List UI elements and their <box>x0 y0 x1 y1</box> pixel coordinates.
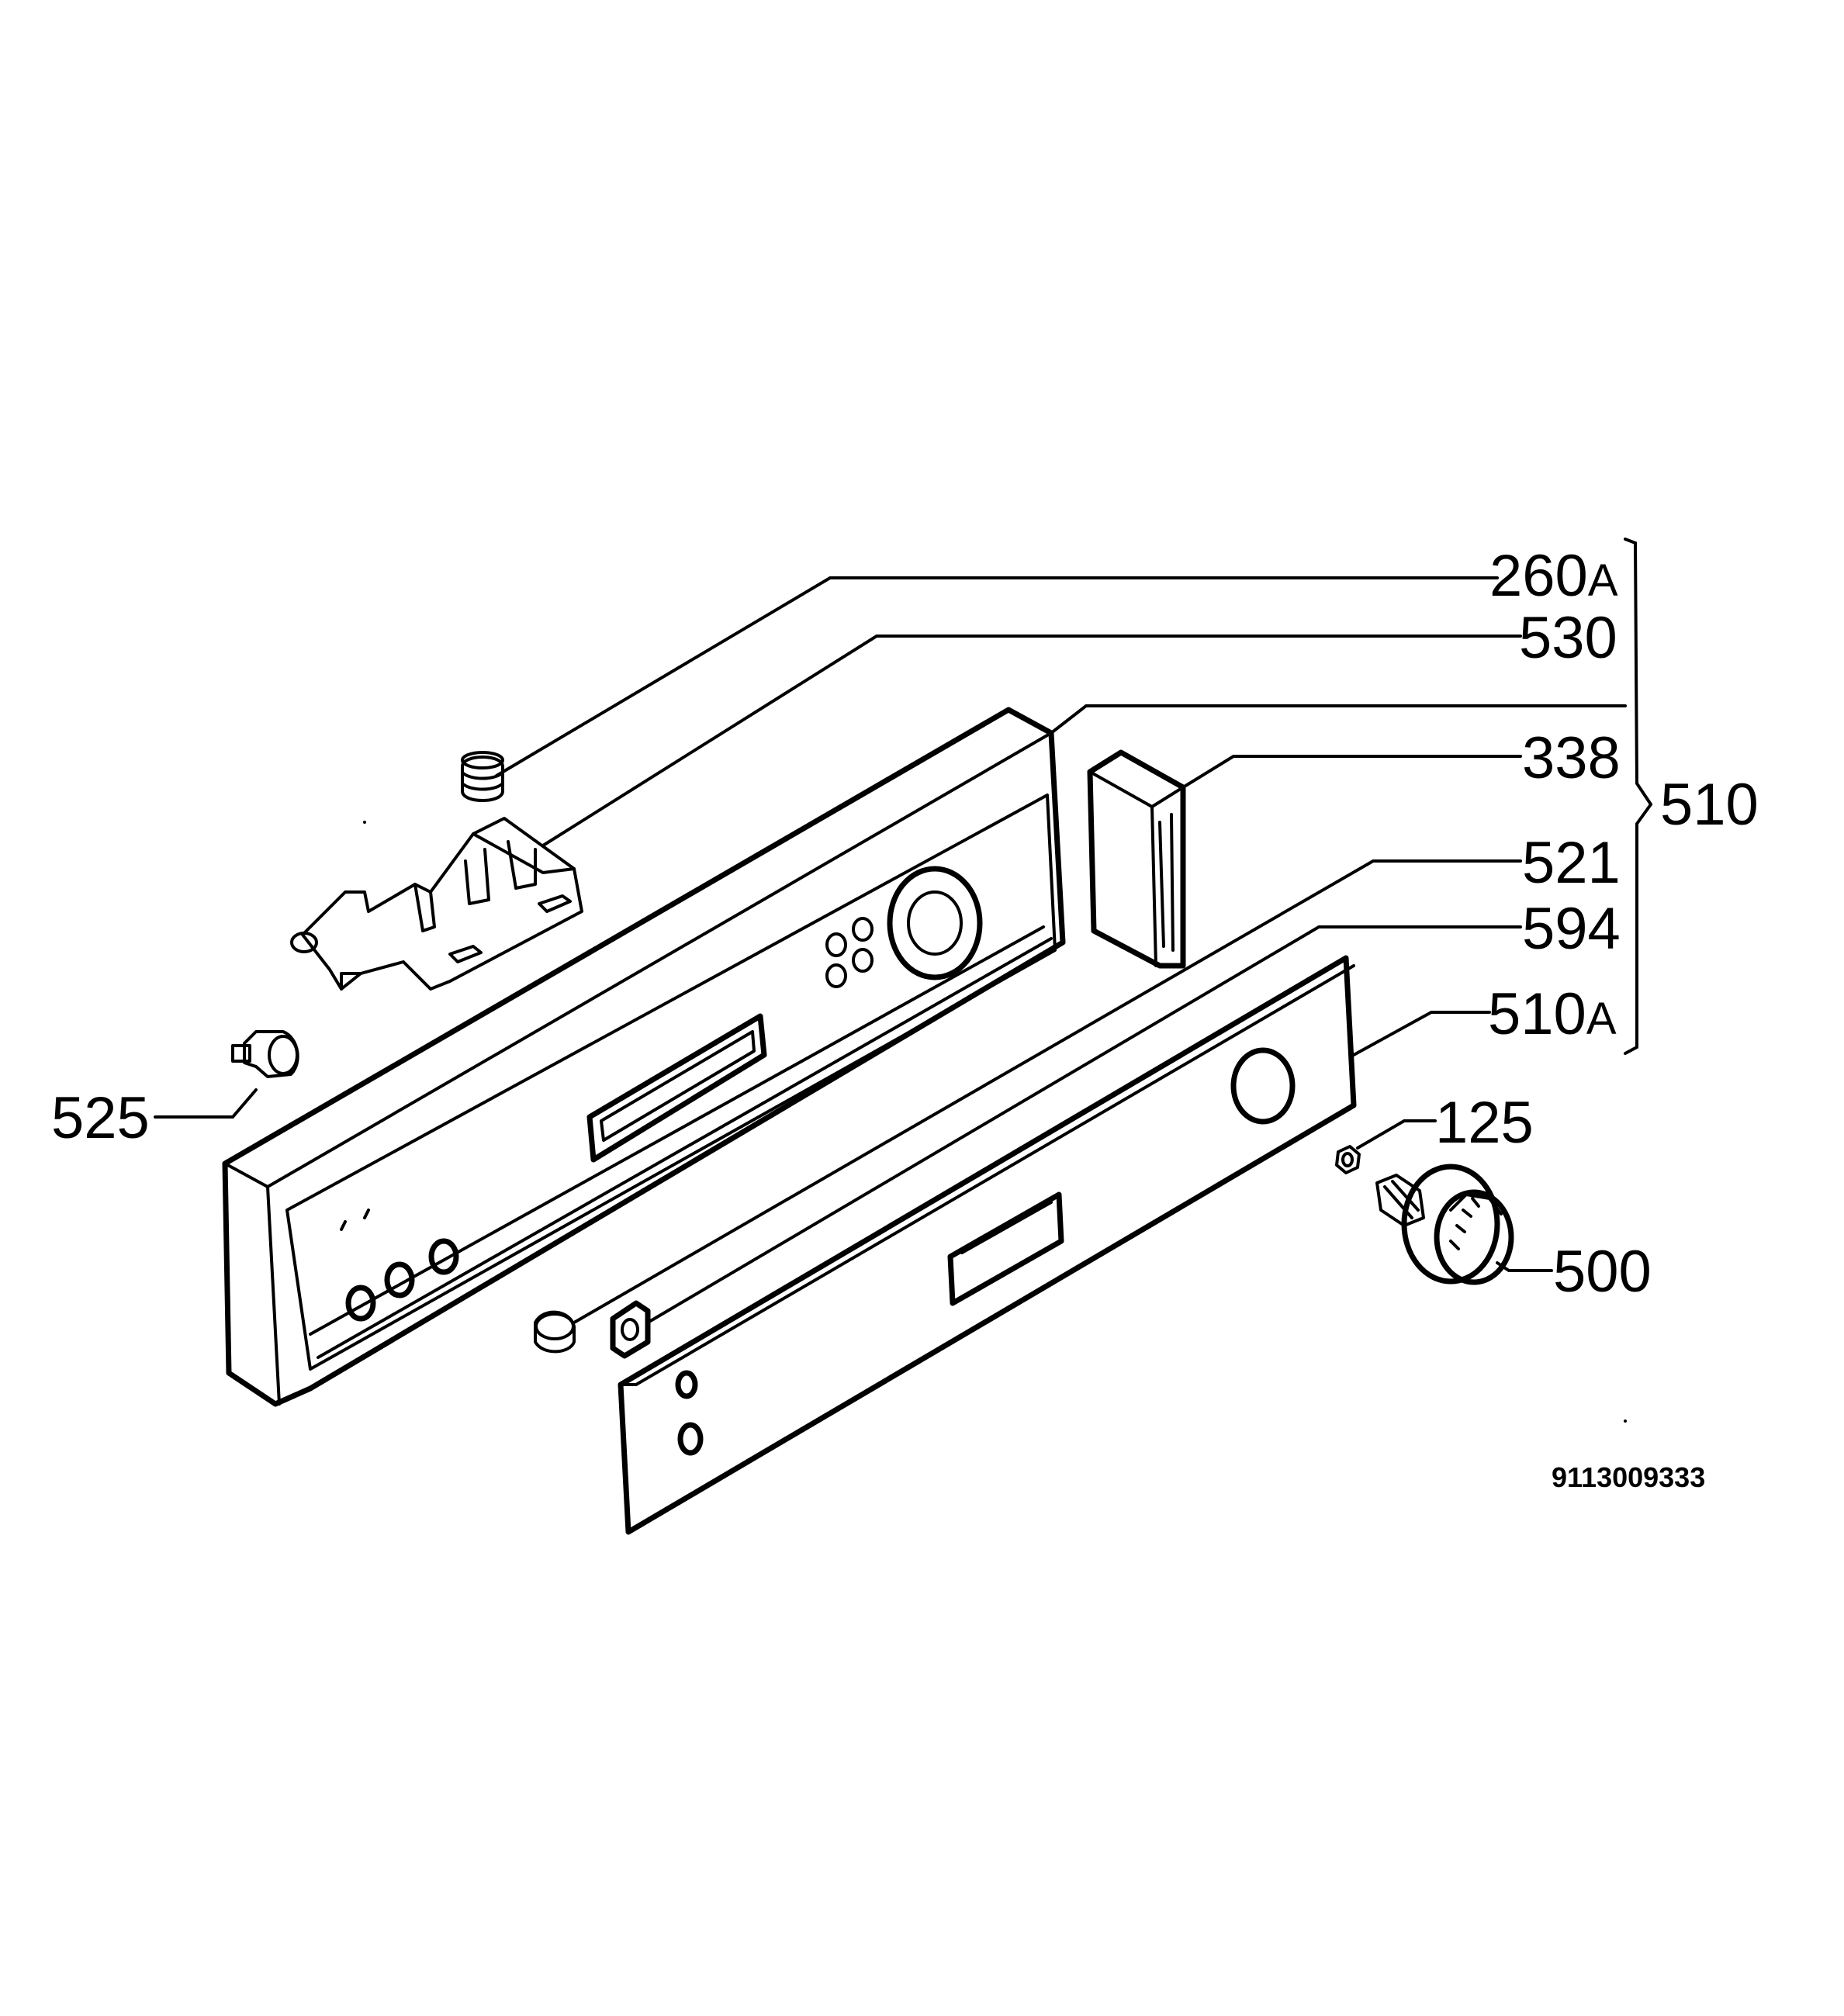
part-338-module <box>1087 749 1186 969</box>
part-521-cap <box>534 1310 576 1354</box>
group-brace-510 <box>1624 538 1653 1055</box>
scan-speck <box>363 821 366 824</box>
callout-510: 510 <box>1660 772 1759 838</box>
callout-500: 500 <box>1553 1239 1652 1305</box>
part-125-nut <box>1335 1145 1361 1174</box>
drawing-number: 9113009333 <box>1552 1461 1705 1493</box>
callout-125: 125 <box>1435 1090 1534 1156</box>
leader-lines <box>154 576 1627 1324</box>
part-510-control-panel <box>222 707 1066 1407</box>
callout-260a: 260A <box>1489 543 1618 609</box>
leader-525 <box>154 1088 258 1119</box>
leader-338 <box>1181 755 1522 789</box>
callout-521: 521 <box>1522 830 1621 896</box>
callout-338: 338 <box>1522 725 1621 791</box>
part-594-square <box>610 1300 651 1359</box>
leader-521 <box>573 859 1522 1324</box>
part-510a-front-plate <box>618 955 1357 1535</box>
leader-500 <box>1496 1261 1553 1272</box>
callout-labels: 260A 530 338 510 521 594 510A 525 125 50… <box>51 543 1759 1493</box>
part-530-bracket <box>290 817 583 991</box>
callout-510a: 510A <box>1488 981 1617 1047</box>
part-500-knob <box>1375 1164 1514 1285</box>
leader-510a <box>1352 1011 1491 1056</box>
leader-510-panel <box>1050 704 1627 735</box>
callout-525: 525 <box>51 1085 150 1151</box>
scan-speck <box>1624 1419 1627 1423</box>
leader-125 <box>1356 1119 1437 1150</box>
callout-594: 594 <box>1522 896 1621 962</box>
leader-530 <box>541 635 1522 847</box>
leader-260a <box>495 576 1499 777</box>
callout-530: 530 <box>1519 605 1617 671</box>
part-525-switch <box>231 1030 299 1078</box>
leader-594 <box>646 925 1522 1324</box>
